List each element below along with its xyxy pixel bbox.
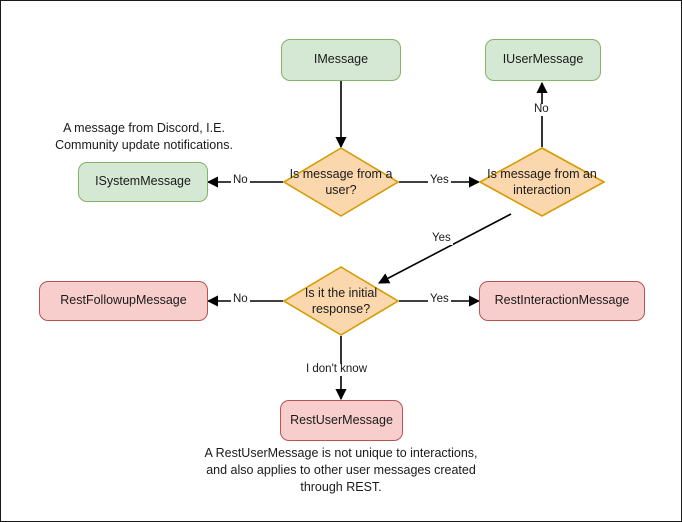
note-isystemmessage-line1: A message from Discord, I.E. [63, 121, 225, 135]
node-restusermessage-label: RestUserMessage [290, 412, 393, 427]
diamond-shape-initial-response-question [283, 266, 399, 336]
edge-label-initial-no: No [231, 293, 250, 306]
node-imessage[interactable]: IMessage [281, 39, 401, 81]
edge-label-initial-unknown: I don't know [304, 363, 370, 376]
note-restusermessage-line1: A RestUserMessage is not unique to inter… [204, 446, 478, 460]
node-restinteractionmessage-label: RestInteractionMessage [494, 293, 630, 308]
node-is-message-from-user[interactable]: Is message from a user? [283, 147, 399, 217]
node-is-initial-response[interactable]: Is it the initial response? [283, 266, 399, 336]
node-iusermessage-label: IUserMessage [502, 52, 584, 67]
node-restfollowupmessage[interactable]: RestFollowupMessage [39, 281, 208, 321]
note-restusermessage-line3: through REST. [300, 479, 382, 494]
node-iusermessage[interactable]: IUserMessage [485, 39, 601, 81]
node-isystemmessage[interactable]: ISystemMessage [78, 162, 208, 202]
edge-label-user-yes: Yes [428, 174, 451, 187]
edge-label-interaction-yes: Yes [430, 232, 453, 245]
note-restusermessage: A RestUserMessage is not unique to inter… [191, 445, 491, 496]
diamond-shape-interaction-question [479, 147, 605, 217]
note-isystemmessage: A message from Discord, I.E. Community u… [49, 120, 239, 154]
note-restusermessage-line2: and also applies to other user messages … [206, 462, 476, 477]
edge-label-interaction-no: No [532, 103, 551, 116]
node-is-message-from-interaction[interactable]: Is message from an interaction [479, 147, 605, 217]
note-isystemmessage-line2: Community update notifications. [55, 137, 233, 152]
node-restinteractionmessage[interactable]: RestInteractionMessage [479, 281, 645, 321]
node-imessage-label: IMessage [313, 52, 369, 67]
node-restusermessage[interactable]: RestUserMessage [280, 400, 403, 441]
edge-label-initial-yes: Yes [428, 293, 451, 306]
diamond-shape-user-question [283, 147, 399, 217]
edge-interaction-yes-to-initial-question [378, 213, 512, 284]
node-isystemmessage-label: ISystemMessage [95, 174, 191, 189]
edge-label-user-no: No [231, 174, 250, 187]
node-restfollowupmessage-label: RestFollowupMessage [60, 293, 187, 308]
